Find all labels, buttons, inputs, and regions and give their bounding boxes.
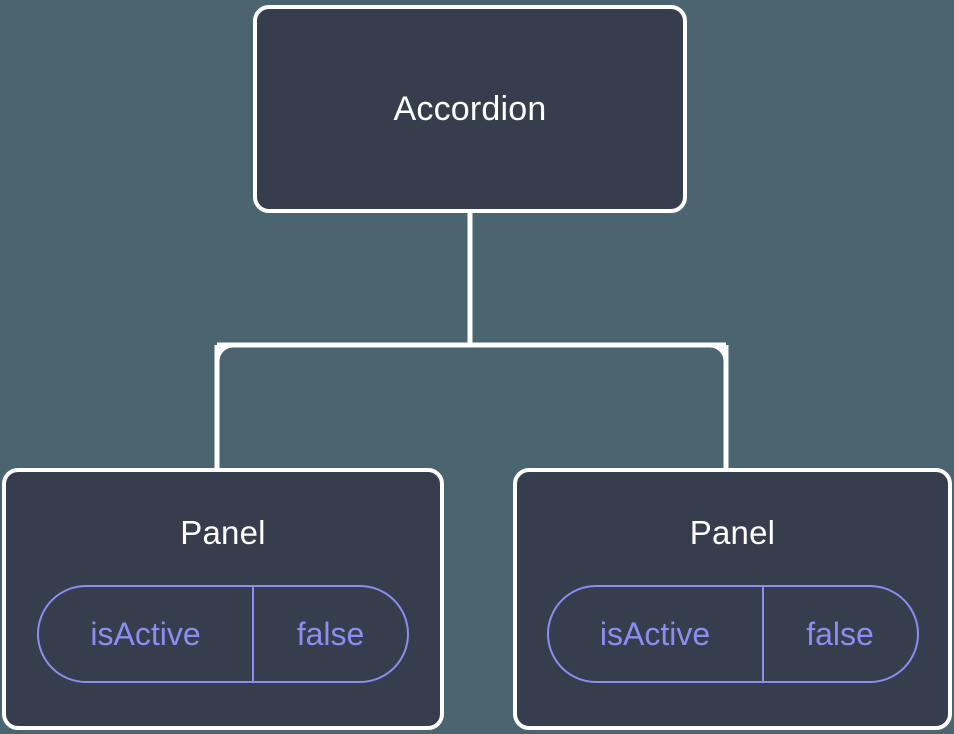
node-panel-2[interactable]: Panel isActive false xyxy=(513,468,952,730)
prop-value-isactive-1: false xyxy=(296,616,365,652)
prop-key-isactive-2: isActive xyxy=(549,587,764,681)
edge-corner-left xyxy=(214,342,470,470)
prop-key-isactive-1: isActive xyxy=(39,587,254,681)
edge-root-to-panels xyxy=(214,210,729,470)
node-panel-1-label: Panel xyxy=(180,514,266,551)
node-accordion-label: Accordion xyxy=(393,90,547,128)
prop-pill-panel-1[interactable]: isActive false xyxy=(37,585,409,683)
node-panel-1[interactable]: Panel isActive false xyxy=(2,468,444,730)
node-accordion[interactable]: Accordion xyxy=(253,5,687,213)
prop-value-isactive-2: false xyxy=(806,616,874,652)
node-panel-2-label: Panel xyxy=(689,514,776,551)
edge-corner-right xyxy=(470,342,729,470)
prop-pill-panel-2[interactable]: isActive false xyxy=(546,585,919,683)
